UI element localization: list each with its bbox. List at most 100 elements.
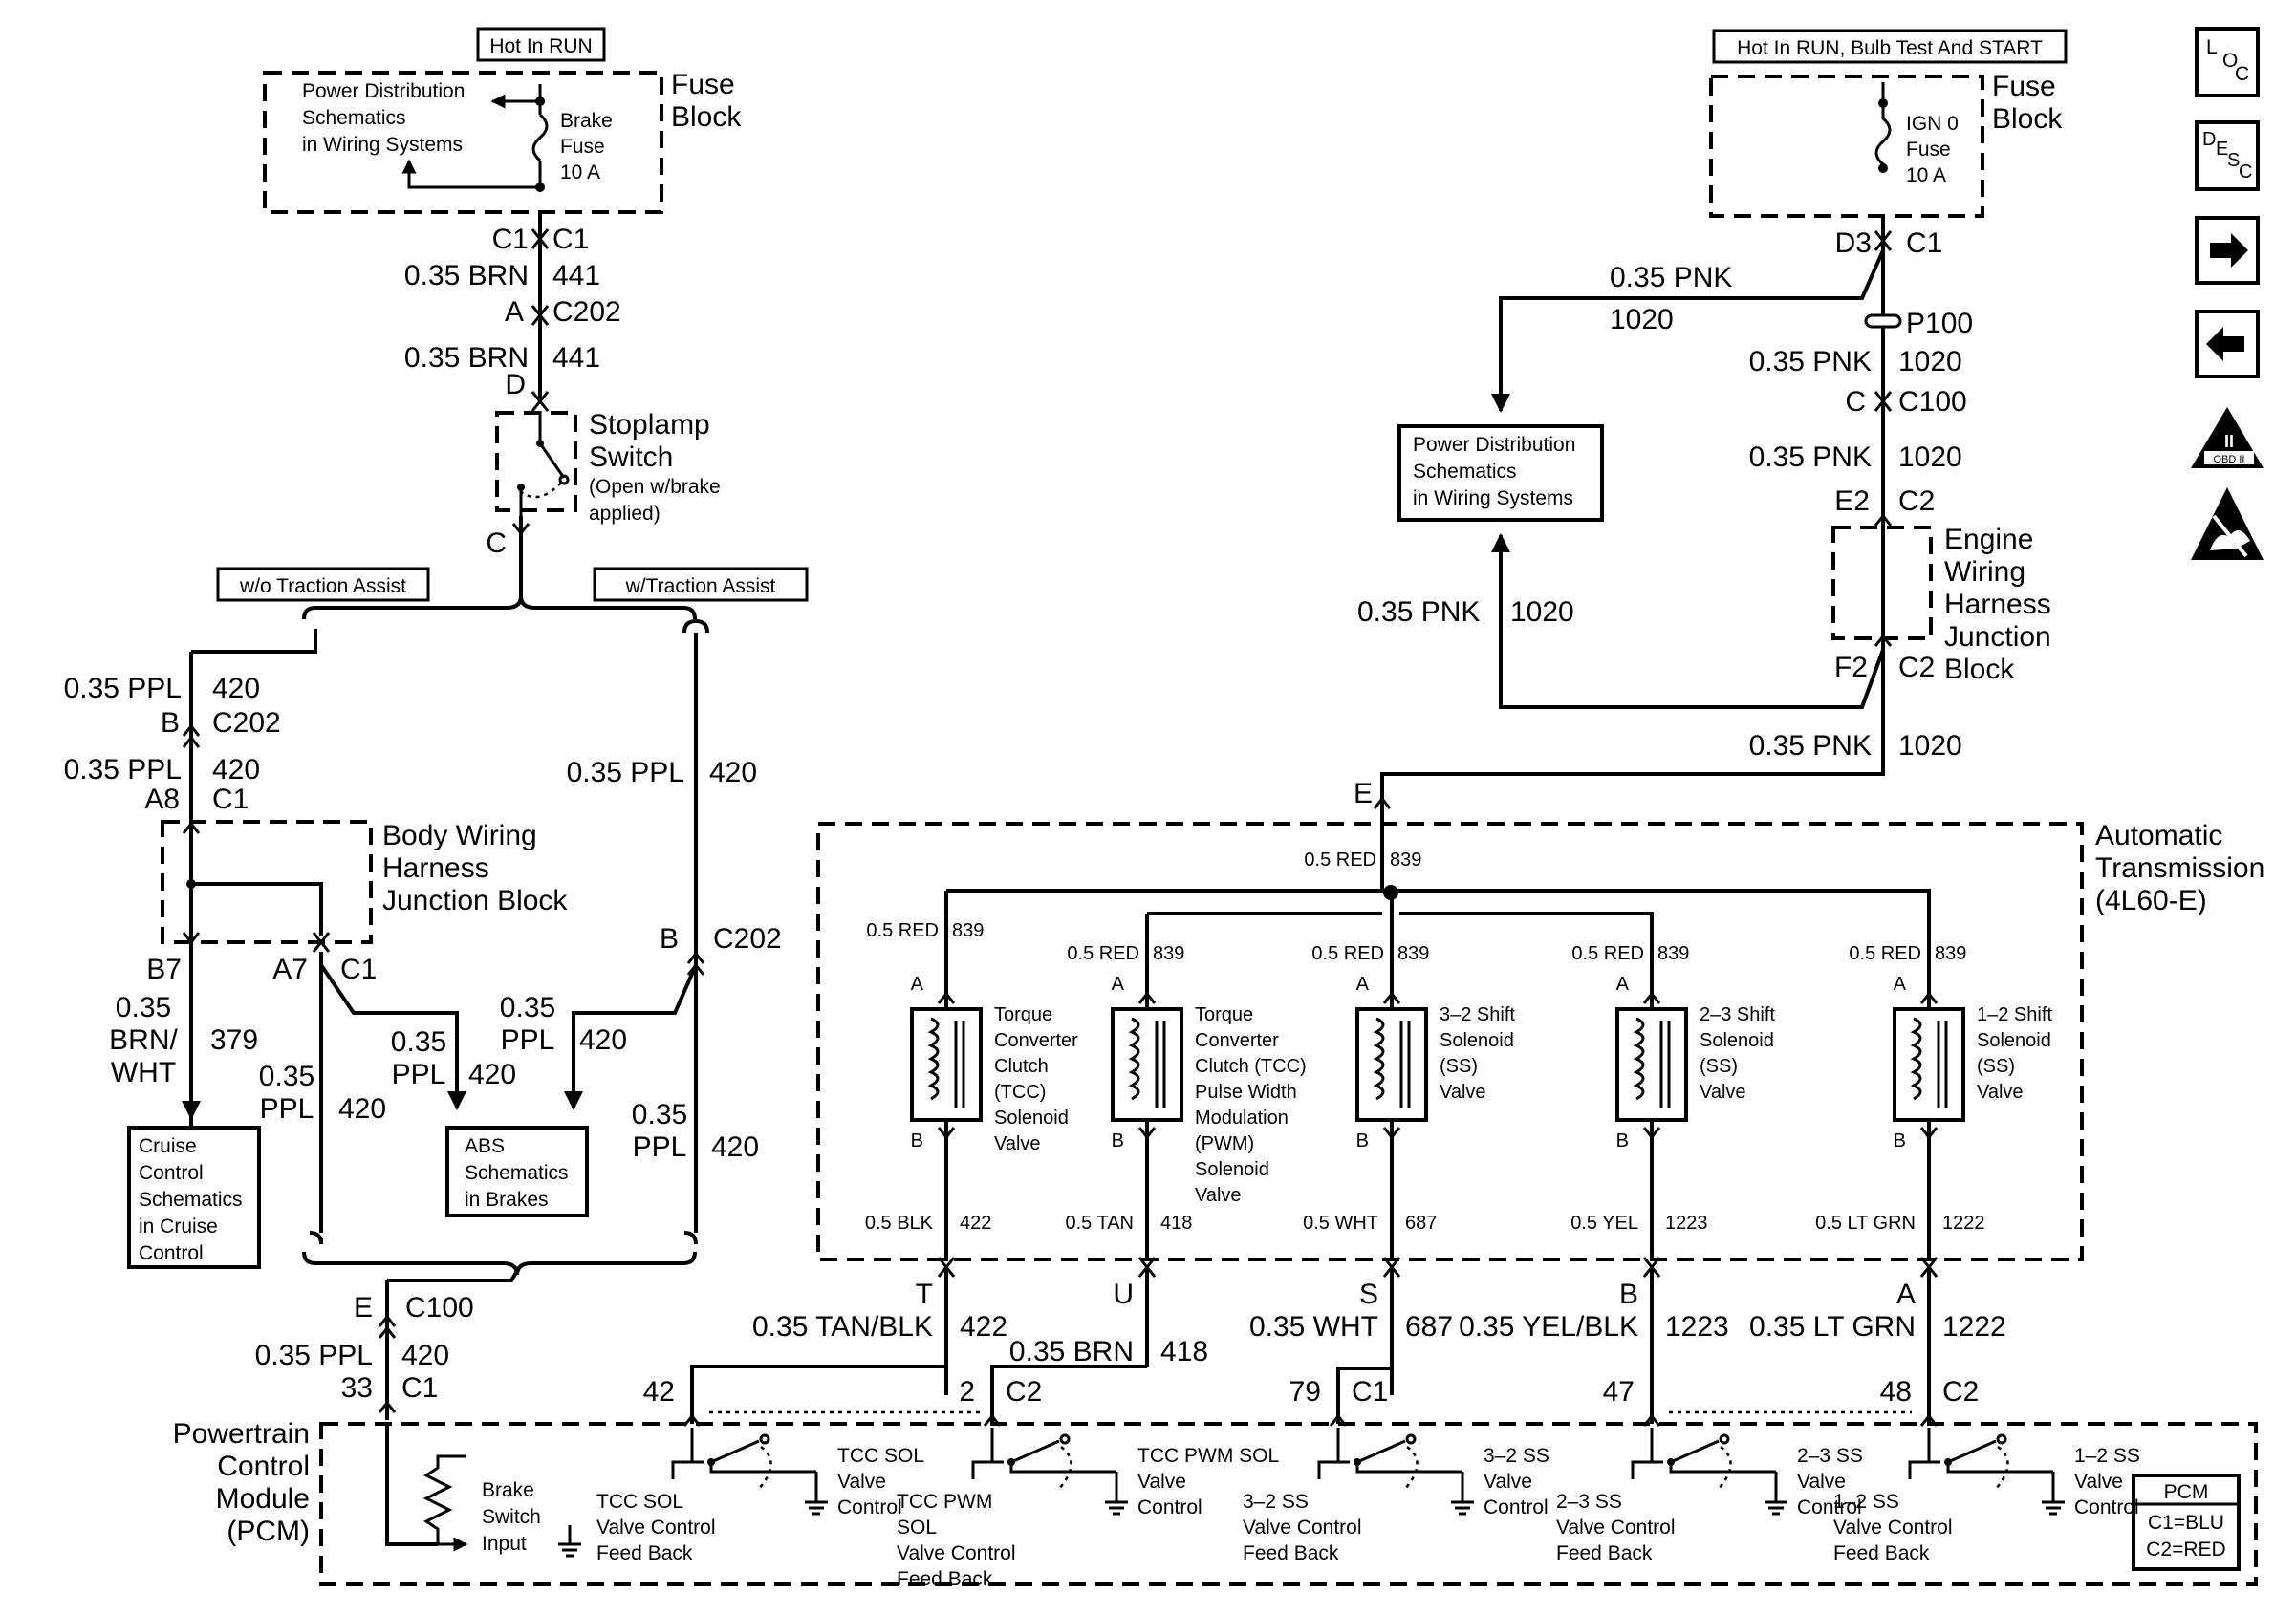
ppl-pcm-num: 420 bbox=[401, 1340, 449, 1371]
wire-441-gauge-a: 0.35 BRN bbox=[404, 260, 529, 291]
cruise-line-5: Control bbox=[139, 1242, 204, 1264]
ppl-c-2: PPL bbox=[260, 1093, 314, 1125]
solenoid-0-conn-a bbox=[937, 991, 956, 1004]
driver-1-ground-path bbox=[1009, 1462, 1116, 1474]
pcm-title-3: Module bbox=[216, 1483, 310, 1515]
ppl-e-num: 420 bbox=[579, 1024, 627, 1056]
bwh-label-2: Harness bbox=[382, 852, 489, 884]
driver-4-feedback-0: 1–2 SS bbox=[1833, 1491, 1899, 1513]
solenoid-2-ext-num: 687 bbox=[1405, 1311, 1453, 1343]
ewh-3: Harness bbox=[1944, 589, 2051, 620]
pnk-b-num: 1020 bbox=[1898, 346, 1962, 377]
pcm-conn-mark-2 bbox=[1329, 1413, 1348, 1427]
solenoid-3-body bbox=[1615, 1007, 1688, 1122]
brake-fuse-label-3: 10 A bbox=[560, 161, 600, 183]
driver-0-control-1: Valve bbox=[837, 1471, 886, 1493]
desc-icon[interactable]: D E S C bbox=[2195, 120, 2260, 191]
solenoid-3-label-2: (SS) bbox=[1700, 1056, 1738, 1077]
solenoid-0-bot-num: 422 bbox=[960, 1213, 991, 1234]
body-wiring-junction-box bbox=[161, 820, 373, 944]
loc-icon[interactable]: L O C bbox=[2195, 27, 2260, 97]
driver-0-feedback-2: Feed Back bbox=[596, 1542, 693, 1564]
ppl-e-1: 0.35 bbox=[500, 992, 555, 1023]
driver-4-control-link bbox=[1995, 1445, 2009, 1490]
driver-4-control-0: 1–2 SS bbox=[2074, 1445, 2140, 1467]
ppl-a-num: 420 bbox=[212, 673, 260, 704]
solenoid-2-body bbox=[1355, 1007, 1428, 1122]
left-fuse-block-label-1: Fuse bbox=[671, 69, 735, 100]
solenoid-2-conn-letter: S bbox=[1359, 1279, 1378, 1310]
trans-title-3: (4L60-E) bbox=[2095, 885, 2207, 916]
svg-text:C: C bbox=[2235, 63, 2249, 85]
driver-2-feedback-1: Valve Control bbox=[1243, 1517, 1362, 1539]
obd-ii-icon[interactable]: II OBD II bbox=[2191, 407, 2264, 468]
driver-4-ground-path bbox=[1946, 1462, 2053, 1474]
driver-3-feedback-2: Feed Back bbox=[1556, 1542, 1653, 1564]
driver-4-switch-blade bbox=[1947, 1439, 1997, 1464]
driver-0-control-2: Control bbox=[837, 1496, 902, 1518]
wire-441-num-b: 441 bbox=[552, 342, 600, 374]
solenoid-1-top-wire: 0.5 RED bbox=[1067, 943, 1139, 964]
c1-left-a: C1 bbox=[492, 224, 529, 255]
right-pnk-circuit: Hot In RUN, Bulb Test And START Fuse Blo… bbox=[1354, 29, 2068, 810]
solenoid-0-ext-num: 422 bbox=[960, 1311, 1007, 1343]
cruise-line-3: Schematics bbox=[139, 1189, 243, 1211]
driver-3-switch-blade bbox=[1670, 1439, 1720, 1464]
pcm-conn-2: C1 bbox=[1352, 1376, 1388, 1408]
svg-text:L: L bbox=[2206, 36, 2218, 58]
driver-2-switch-contact bbox=[1405, 1433, 1417, 1445]
driver-1-control-2: Control bbox=[1137, 1496, 1202, 1518]
solenoid-1-top-num: 839 bbox=[1153, 943, 1184, 964]
driver-4-control-2: Control bbox=[2074, 1496, 2139, 1518]
pcm-conn-mark-3 bbox=[1642, 1413, 1661, 1427]
right-arrow-icon[interactable] bbox=[2195, 216, 2260, 285]
pcm-conn-1: C2 bbox=[1006, 1376, 1042, 1408]
driver-1-control-link bbox=[1058, 1445, 1072, 1490]
esd-warning-icon[interactable] bbox=[2191, 487, 2264, 560]
hot-in-run-start-tag bbox=[1712, 29, 2068, 64]
solenoid-1-coil-icon bbox=[1128, 1017, 1140, 1101]
legend-2: C1=BLU bbox=[2148, 1512, 2224, 1534]
conn-d-label: D bbox=[505, 369, 526, 400]
ppl-a-gauge: 0.35 PPL bbox=[64, 673, 182, 704]
pcm-pin-4: 48 bbox=[1880, 1376, 1912, 1408]
ppl-right-gauge: 0.35 PPL bbox=[567, 757, 684, 788]
stoplamp-label-1: Stoplamp bbox=[589, 409, 710, 441]
driver-0-switch-contact bbox=[759, 1433, 770, 1445]
pin-a7-label: A7 bbox=[272, 954, 308, 985]
pnk-c-num: 1020 bbox=[1898, 441, 1962, 473]
left-arrow-icon[interactable] bbox=[2195, 310, 2260, 378]
trans-feed-gauge: 0.5 RED bbox=[1304, 850, 1376, 871]
solenoid-0-top-num: 839 bbox=[952, 920, 984, 941]
solenoid-2-label-2: (SS) bbox=[1440, 1056, 1478, 1077]
solenoid-2-pin-b: B bbox=[1356, 1130, 1369, 1151]
driver-3-control-link bbox=[1718, 1445, 1732, 1490]
brake-input-3: Input bbox=[482, 1533, 527, 1555]
solenoid-4-pin-b: B bbox=[1894, 1130, 1906, 1151]
pin-33-c1: C1 bbox=[401, 1372, 438, 1404]
svg-text:O: O bbox=[2222, 50, 2238, 72]
w-traction-tag bbox=[593, 567, 809, 602]
bwh-label-1: Body Wiring bbox=[382, 820, 537, 851]
solenoid-3-ext-wire: 0.35 YEL/BLK bbox=[1459, 1311, 1638, 1343]
driver-1-feedback-0: TCC PWM bbox=[897, 1491, 992, 1513]
pnk-b-gauge: 0.35 PNK bbox=[1749, 346, 1872, 377]
solenoid-3-bot-wire: 0.5 YEL bbox=[1570, 1213, 1638, 1234]
driver-1-feedback-1: SOL bbox=[897, 1517, 937, 1539]
solenoid-1-ext-wire: 0.35 BRN bbox=[1009, 1336, 1134, 1367]
abs-box bbox=[445, 1126, 589, 1217]
brake-fuse-label-2: Fuse bbox=[560, 136, 605, 158]
ppl-f-num: 420 bbox=[711, 1131, 759, 1163]
ppl-d-2: PPL bbox=[392, 1059, 446, 1090]
automatic-transmission: Automatic Transmission (4L60-E) 0.5 RED … bbox=[643, 810, 2264, 1424]
pcm: Powertrain Control Module (PCM) Brake Sw… bbox=[173, 1410, 2258, 1590]
pcm-legend-box bbox=[2132, 1474, 2241, 1571]
trans-title-2: Transmission bbox=[2095, 852, 2264, 884]
bwh-label-3: Junction Block bbox=[382, 885, 568, 916]
solenoid-4-conn-a bbox=[1919, 991, 1939, 1004]
solenoid-3-conn-letter: B bbox=[1619, 1279, 1638, 1310]
pcm-pin-3: 47 bbox=[1603, 1376, 1635, 1408]
solenoid-2-coil-icon bbox=[1373, 1017, 1385, 1101]
driver-1-switch-contact bbox=[1059, 1433, 1071, 1445]
